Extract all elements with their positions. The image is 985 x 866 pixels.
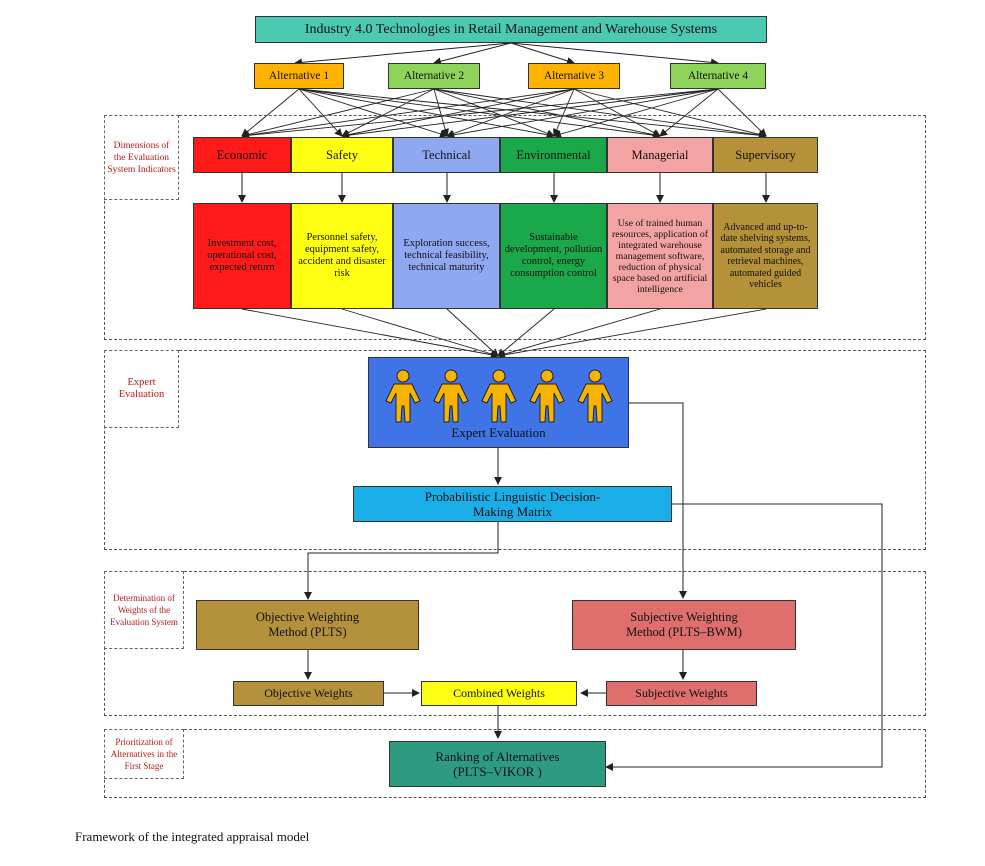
alternative-4-to-dimension-4-link — [553, 88, 719, 138]
subjective-weighting-method-box: Subjective Weighting Method (PLTS–BWM) — [572, 600, 796, 650]
dimension-managerial: Managerial — [607, 137, 713, 173]
alternative-3-box: Alternative 3 — [528, 63, 620, 89]
alternative-4-to-dimension-6-link — [717, 88, 767, 137]
dimension-environmental: Environmental — [500, 137, 607, 173]
alternative-to-dimension-links — [241, 88, 767, 140]
alternative-2-to-dimension-2-link — [341, 88, 435, 137]
dimension-technical: Technical — [393, 137, 500, 173]
alternative-3-to-dimension-5-link — [573, 88, 661, 137]
indicator-safety: Personnel safety, equipment safety, acci… — [291, 203, 393, 309]
dimensions-section-label: Dimensions of the Evaluation System Indi… — [104, 115, 179, 200]
prioritization-section-label: Prioritization of Alternatives in the Fi… — [104, 729, 184, 779]
indicator-4-to-expert-link — [497, 308, 555, 357]
expert-figure-icon — [432, 369, 469, 423]
figure-caption: Framework of the integrated appraisal mo… — [75, 829, 310, 844]
alternative-1-box: Alternative 1 — [254, 63, 344, 89]
dimension-economic: Economic — [193, 137, 291, 173]
alternative-1-to-dimension-1-link — [241, 88, 300, 137]
alternative-4-to-dimension-5-link — [659, 88, 719, 137]
expert-evaluation-box: Expert Evaluation — [368, 357, 629, 448]
alternative-2-to-dimension-4-link — [433, 88, 555, 138]
alternative-2-box: Alternative 2 — [388, 63, 480, 89]
title-to-alternative-2-link — [433, 42, 512, 66]
alternative-2-to-dimension-3-link — [433, 88, 449, 137]
decision-matrix-box: Probabilistic Linguistic Decision-Making… — [353, 486, 672, 522]
indicator-economic: Investment cost, operational cost, expec… — [193, 203, 291, 309]
alternative-4-box: Alternative 4 — [670, 63, 766, 89]
alternative-3-to-dimension-2-link — [341, 88, 575, 139]
diagram-title: Industry 4.0 Technologies in Retail Mana… — [255, 16, 767, 43]
alternative-4-to-dimension-3-link — [446, 88, 719, 139]
alternative-3-to-dimension-4-link — [553, 88, 575, 137]
indicator-environmental: Sustainable development, pollution contr… — [500, 203, 607, 309]
alternative-3-to-dimension-3-link — [446, 88, 575, 138]
title-to-alternative-3-link — [510, 42, 575, 65]
alternative-1-to-dimension-3-link — [298, 88, 448, 138]
matrix-to-ranking-link — [605, 503, 883, 771]
alternative-4-to-dimension-1-link — [241, 88, 719, 140]
indicator-managerial: Use of trained human resources, applicat… — [607, 203, 713, 309]
alternative-3-to-dimension-1-link — [241, 88, 575, 139]
expert-figure-icon — [384, 369, 421, 423]
indicator-1-to-expert-link — [241, 308, 499, 359]
expert-figure-icon — [480, 369, 517, 423]
indicator-5-to-expert-link — [497, 308, 661, 358]
title-to-alternative-4-link — [510, 42, 719, 67]
alternative-3-to-dimension-6-link — [573, 88, 767, 139]
flow-arrows — [238, 42, 883, 771]
expert-evaluation-label: Expert Evaluation — [451, 425, 546, 440]
objective-weighting-method-box: Objective Weighting Method (PLTS) — [196, 600, 419, 650]
expert-figures — [369, 368, 628, 424]
dimension-supervisory: Supervisory — [713, 137, 818, 173]
matrix-to-objective-link — [304, 522, 499, 600]
indicator-to-expert-links — [241, 308, 767, 359]
expert-section-frame — [104, 350, 926, 550]
alternative-4-to-dimension-2-link — [341, 88, 719, 140]
alternative-1-to-dimension-4-link — [298, 88, 555, 139]
alternative-1-to-dimension-2-link — [298, 88, 343, 137]
expert-figure-icon — [576, 369, 613, 423]
indicator-supervisory: Advanced and up-to-date shelving systems… — [713, 203, 818, 309]
expert-to-subjective-link — [629, 402, 687, 599]
subjective-weights-box: Subjective Weights — [606, 681, 757, 706]
alternative-2-to-dimension-5-link — [433, 88, 661, 139]
alternative-2-to-dimension-1-link — [241, 88, 435, 139]
indicator-technical: Exploration success, technical feasibili… — [393, 203, 500, 309]
expert-figure-icon — [528, 369, 565, 423]
title-to-alternative-1-link — [294, 42, 512, 67]
indicator-2-to-expert-link — [341, 308, 499, 358]
objective-weights-box: Objective Weights — [233, 681, 384, 706]
expert-section-label: Expert Evaluation — [104, 350, 179, 428]
weights-section-label: Determination of Weights of the Evaluati… — [104, 571, 184, 649]
indicator-3-to-expert-link — [446, 308, 499, 357]
indicator-6-to-expert-link — [497, 308, 767, 359]
ranking-box: Ranking of Alternatives (PLTS–VIKOR ) — [389, 741, 606, 787]
dimension-safety: Safety — [291, 137, 393, 173]
combined-weights-box: Combined Weights — [421, 681, 577, 706]
dimensions-section-frame — [104, 115, 926, 340]
alternative-2-to-dimension-6-link — [433, 88, 767, 139]
